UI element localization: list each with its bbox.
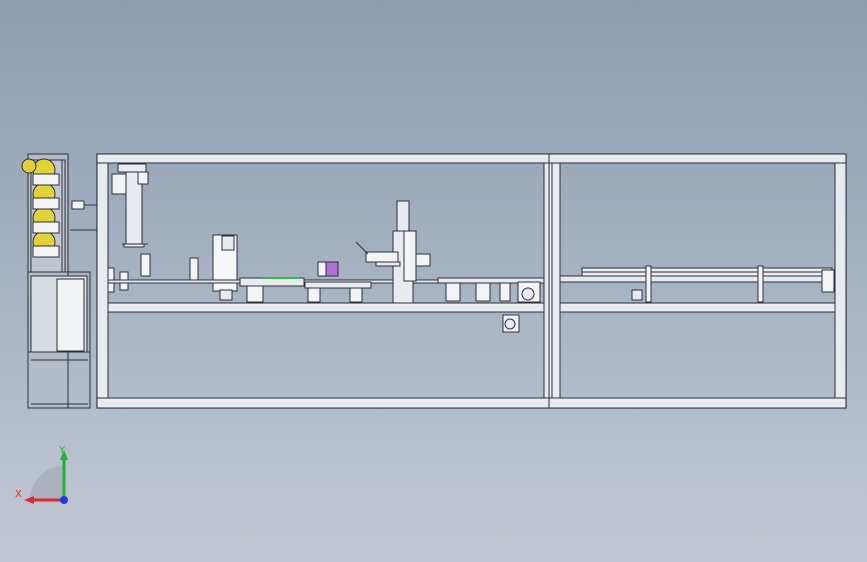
main-frame [96, 153, 847, 409]
z-axis-dot [60, 496, 68, 504]
transfer-rail [437, 277, 545, 333]
coordinate-triad: Y X [15, 445, 68, 504]
y-axis-label: Y [58, 445, 66, 456]
belt-conveyor-left [239, 261, 372, 303]
machine-assembly [21, 153, 847, 409]
roll-stack [21, 158, 100, 272]
vertical-column [355, 200, 431, 304]
conveyor-right [559, 265, 835, 303]
x-axis-label: X [15, 489, 22, 500]
